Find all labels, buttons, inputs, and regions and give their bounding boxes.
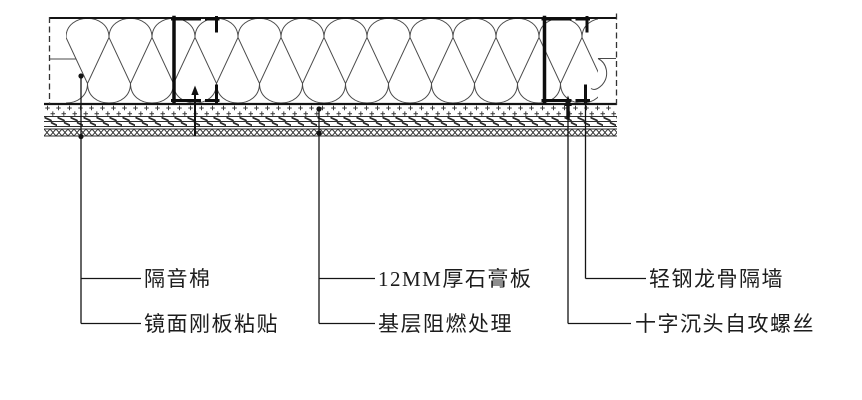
insulation-cut-ends: [50, 58, 616, 90]
gypsum-board-hatch-layer: [44, 105, 617, 117]
screw-symbol-right: [564, 95, 572, 120]
label-gypsum-board: 12MM厚石膏板: [378, 267, 533, 291]
label-mirror-steel-panel: 镜面刚板粘贴: [144, 312, 279, 336]
label-sound-insulation: 隔音棉: [144, 267, 212, 291]
steel-stud-left: [171, 15, 220, 104]
screw-symbol-left: [191, 85, 199, 136]
base-board-layers: [44, 116, 617, 127]
leader-gypsum-and-base-layer: [316, 106, 375, 325]
label-light-steel-stud-wall: 轻钢龙骨隔墙: [649, 267, 784, 291]
wall-band-outline: [44, 17, 617, 106]
finish-surface-layer: [44, 128, 617, 137]
label-self-tapping-screw: 十字沉头自攻螺丝: [635, 312, 815, 336]
label-base-flame-retardant: 基层阻燃处理: [378, 312, 513, 336]
leader-steel-stud-wall: [584, 88, 646, 280]
leader-self-tapping-screw: [567, 119, 631, 325]
leader-sound-insulation-and-mirror-panel: [78, 73, 141, 325]
insulation-batt-pattern: [50, 17, 616, 103]
